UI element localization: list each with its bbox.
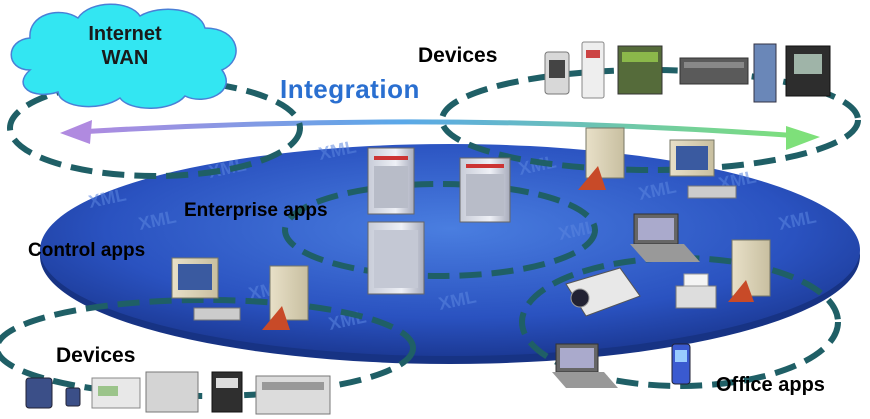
enterprise-ring bbox=[282, 181, 598, 279]
devices-top-label: Devices bbox=[418, 44, 498, 67]
enterprise-apps-label: Enterprise apps bbox=[184, 200, 328, 221]
device-plc-icon bbox=[91, 377, 141, 409]
device-sensor-icon bbox=[65, 387, 81, 407]
xml-platform: XML XML XML XML XML XML XML XML XML XML … bbox=[40, 136, 860, 364]
device-sensor-icon bbox=[25, 377, 53, 409]
integration-arrow bbox=[60, 119, 820, 150]
enterprise-servers bbox=[367, 147, 511, 295]
device-network-switch-icon bbox=[753, 43, 777, 103]
integration-label: Integration bbox=[280, 74, 420, 104]
cloud-label: Internet WAN bbox=[40, 22, 210, 70]
rack-server-icon bbox=[459, 157, 511, 223]
server-tower-icon bbox=[262, 265, 309, 330]
control-apps-label: Control apps bbox=[28, 240, 146, 261]
devices-bottom-label: Devices bbox=[56, 344, 136, 367]
laptop-icon bbox=[552, 343, 618, 388]
rack-server-icon bbox=[367, 147, 415, 215]
server-tower-icon bbox=[728, 239, 771, 302]
office-devices bbox=[552, 127, 771, 388]
device-io-module-icon bbox=[679, 57, 749, 85]
projector-icon bbox=[565, 267, 641, 317]
device-drive-icon bbox=[544, 51, 570, 95]
device-power-supply-icon bbox=[617, 45, 663, 95]
laptop-icon bbox=[630, 213, 700, 262]
dashed-rings bbox=[0, 67, 861, 399]
top-devices-group bbox=[544, 41, 831, 103]
top-devices-ring bbox=[439, 67, 861, 173]
device-io-rack-icon bbox=[145, 371, 199, 413]
mobile-phone-icon bbox=[671, 343, 691, 385]
device-relay-icon bbox=[581, 41, 605, 99]
cloud-internet-wan bbox=[10, 3, 237, 109]
device-power-meter-icon bbox=[785, 45, 831, 97]
cloud-label-line1: Internet bbox=[88, 23, 162, 45]
bottom-devices-group bbox=[25, 371, 331, 415]
bottom-devices-ring bbox=[0, 297, 416, 399]
server-cabinet-icon bbox=[367, 221, 425, 295]
device-drive-icon bbox=[211, 371, 243, 413]
office-apps-label: Office apps bbox=[716, 374, 825, 396]
cloud-label-line2: WAN bbox=[101, 47, 149, 69]
server-tower-icon bbox=[578, 127, 625, 190]
device-plc-rack-icon bbox=[255, 375, 331, 415]
control-devices bbox=[171, 257, 309, 330]
desktop-pc-icon bbox=[171, 257, 241, 321]
printer-icon bbox=[675, 273, 717, 309]
desktop-pc-icon bbox=[669, 139, 737, 199]
